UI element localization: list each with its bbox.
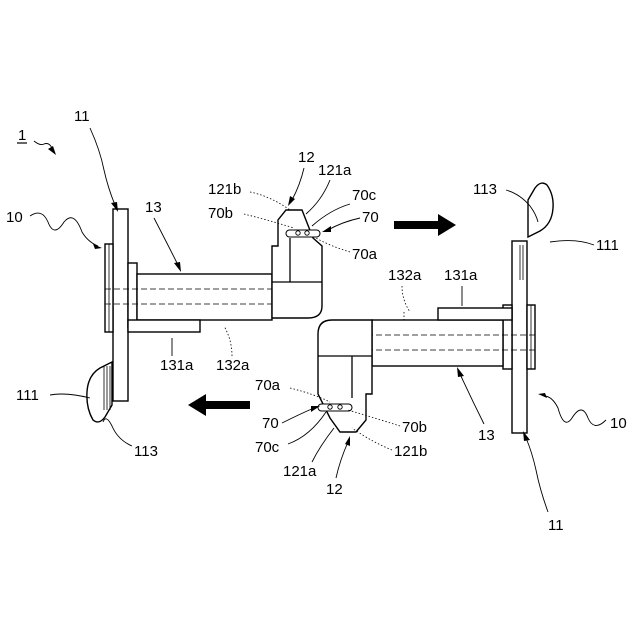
lower-shaft	[372, 320, 503, 366]
label-11-lower: 11	[548, 517, 564, 534]
arrow-right	[394, 214, 456, 236]
label-10-upper: 10	[6, 209, 23, 226]
upper-pin	[286, 230, 320, 237]
upper-hub-collar	[128, 263, 137, 327]
label-70b-lower: 70b	[402, 419, 427, 436]
upper-member	[87, 209, 322, 422]
lower-step-131a	[438, 308, 512, 320]
label-13-lower: 13	[478, 427, 495, 444]
label-131a-upper: 131a	[160, 357, 194, 374]
label-132a-lower: 132a	[388, 267, 422, 284]
label-12-lower: 12	[326, 481, 343, 498]
label-13-upper: 13	[145, 199, 162, 216]
label-121a-upper: 121a	[318, 162, 352, 179]
upper-knob	[87, 362, 112, 422]
label-assembly: 1	[18, 127, 26, 144]
leader-assembly-arrow	[48, 146, 56, 155]
lower-flange-plate	[512, 241, 527, 433]
lower-head	[318, 320, 372, 432]
arrow-left	[188, 394, 250, 416]
label-10-lower: 10	[610, 415, 627, 432]
upper-flange-plate	[113, 209, 128, 401]
label-70a-lower: 70a	[255, 377, 281, 394]
leader-assembly	[34, 141, 52, 148]
label-121b-lower: 121b	[394, 443, 427, 460]
upper-step-131a	[128, 320, 200, 332]
label-121a-lower: 121a	[283, 463, 317, 480]
label-111-lower: 111	[596, 237, 619, 254]
label-131a-lower: 131a	[444, 267, 478, 284]
label-70-upper: 70	[362, 209, 379, 226]
label-121b-upper: 121b	[208, 181, 241, 198]
lower-pin	[318, 404, 352, 411]
label-70b-upper: 70b	[208, 205, 233, 222]
label-132a-upper: 132a	[216, 357, 250, 374]
label-12-upper: 12	[298, 149, 315, 166]
label-11-upper: 11	[74, 108, 90, 125]
label-70c-upper: 70c	[352, 187, 377, 204]
label-70-lower: 70	[262, 415, 279, 432]
upper-head	[272, 210, 322, 318]
label-111-upper: 111	[16, 387, 39, 404]
label-113-upper: 113	[134, 443, 158, 460]
label-70a-upper: 70a	[352, 246, 378, 263]
lower-member	[318, 183, 553, 433]
label-70c-lower: 70c	[255, 439, 280, 456]
upper-shaft	[137, 274, 272, 320]
label-113-lower: 113	[473, 181, 497, 198]
lower-knob	[528, 183, 553, 237]
